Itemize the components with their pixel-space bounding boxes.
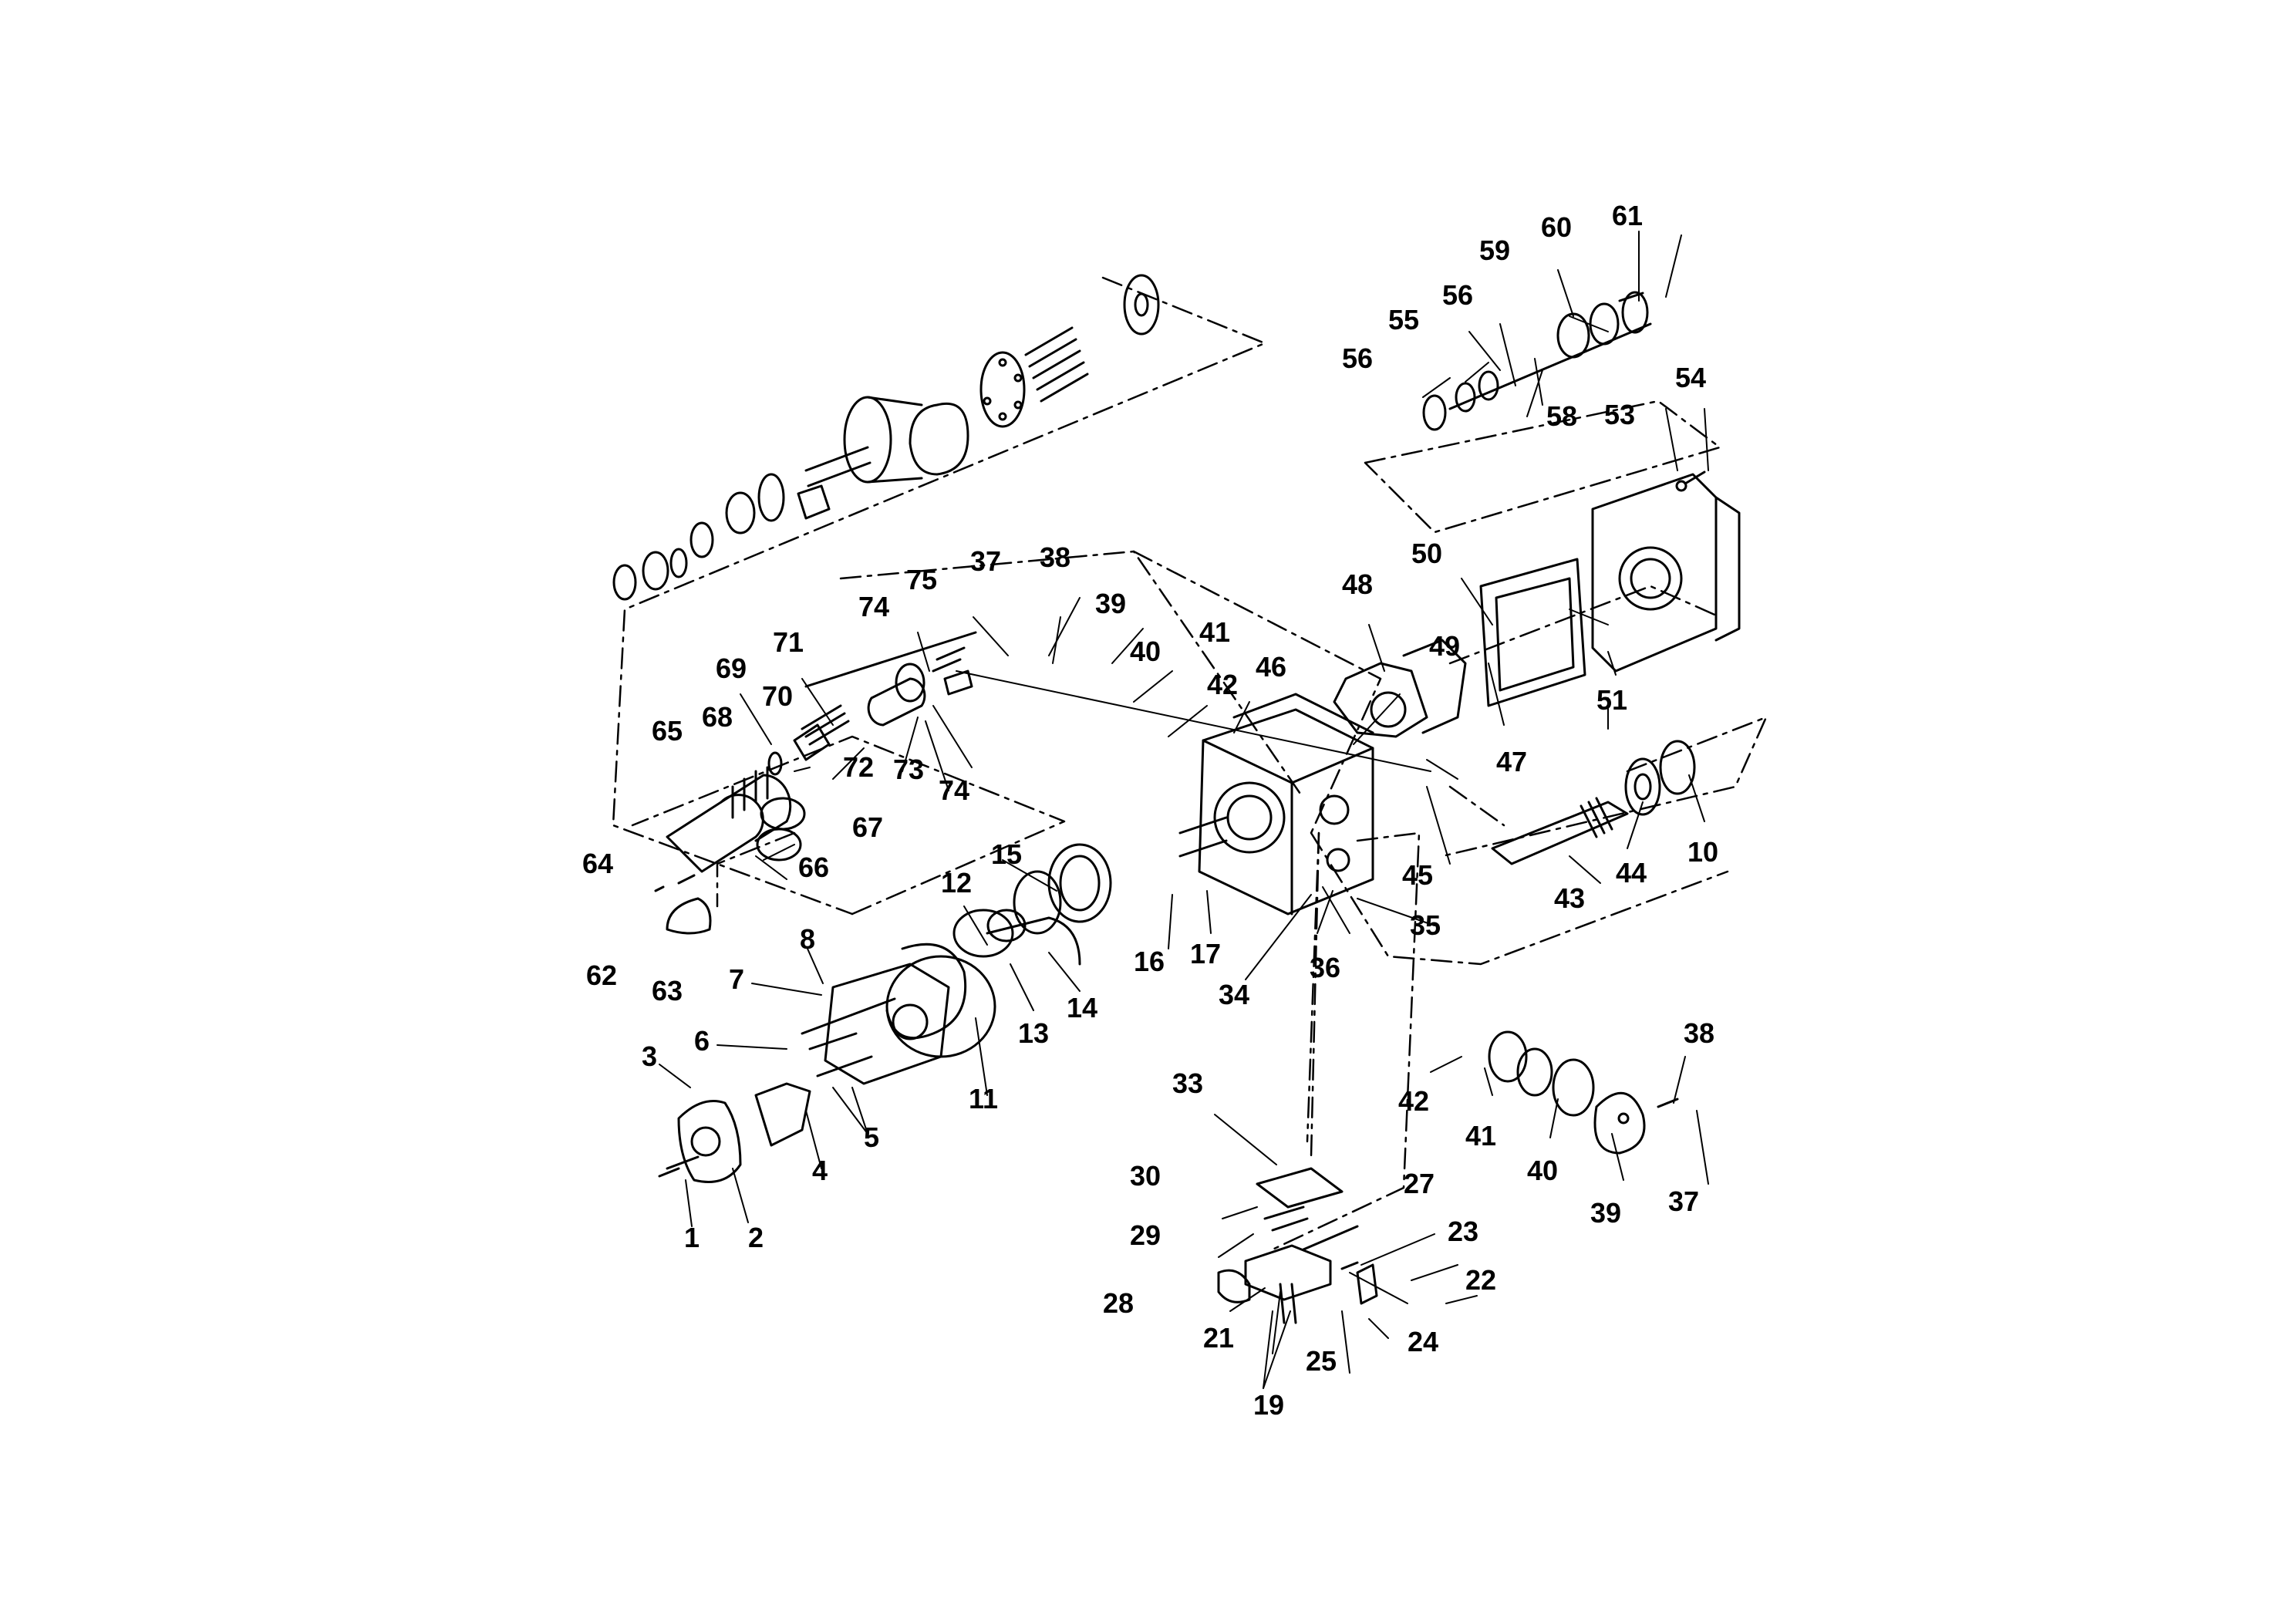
callout-14: 14 [1066, 992, 1098, 1023]
callout-25: 25 [1305, 1345, 1337, 1377]
callout-62: 62 [585, 959, 618, 991]
callout-42-upper: 42 [1206, 669, 1239, 700]
callout-70: 70 [761, 680, 794, 712]
callout-49: 49 [1428, 630, 1461, 662]
callout-24: 24 [1407, 1326, 1439, 1357]
callout-8: 8 [799, 923, 816, 955]
callout-71: 71 [772, 626, 804, 658]
callout-54: 54 [1674, 362, 1707, 393]
callout-68: 68 [701, 701, 733, 733]
callout-33: 33 [1172, 1067, 1204, 1099]
callout-23: 23 [1447, 1216, 1479, 1247]
callout-37-upper: 37 [969, 545, 1002, 577]
callout-46: 46 [1255, 651, 1287, 683]
callout-67: 67 [851, 811, 884, 843]
callout-30: 30 [1129, 1160, 1161, 1192]
callout-39-lower: 39 [1590, 1197, 1622, 1229]
callout-59: 59 [1478, 234, 1511, 266]
callout-42-lower: 42 [1397, 1085, 1430, 1117]
callout-19: 19 [1253, 1389, 1285, 1421]
callout-29: 29 [1129, 1219, 1161, 1251]
charge-pump [658, 843, 1112, 1183]
phantom-lines [612, 276, 1768, 1251]
callout-2: 2 [747, 1222, 764, 1253]
callout-38-lower: 38 [1683, 1017, 1715, 1049]
callout-53: 53 [1603, 399, 1636, 430]
callout-63: 63 [651, 975, 683, 1007]
callout-48: 48 [1341, 568, 1374, 600]
callout-47: 47 [1495, 746, 1528, 777]
callout-17: 17 [1189, 938, 1222, 969]
callout-65: 65 [651, 715, 683, 747]
callout-45: 45 [1401, 859, 1434, 891]
callout-75: 75 [905, 564, 938, 595]
callout-35: 35 [1409, 909, 1441, 941]
callout-43: 43 [1553, 882, 1586, 914]
callout-50: 50 [1411, 538, 1443, 569]
callout-60: 60 [1540, 211, 1573, 243]
valve-block [1217, 1167, 1378, 1324]
callout-74-upper: 74 [858, 591, 890, 622]
callout-41-lower: 41 [1465, 1120, 1497, 1152]
callout-10: 10 [1687, 836, 1719, 868]
shaft-assembly [1488, 740, 1696, 1155]
callout-73: 73 [892, 754, 925, 785]
leader-lines [659, 231, 1709, 1389]
callout-72: 72 [842, 751, 875, 783]
callout-66: 66 [797, 851, 830, 883]
callout-12: 12 [940, 867, 973, 899]
callout-40-upper: 40 [1129, 636, 1161, 667]
right-housing [1333, 473, 1741, 738]
callout-56-lower: 56 [1341, 342, 1374, 374]
callout-16: 16 [1133, 946, 1165, 977]
callout-4: 4 [811, 1155, 828, 1186]
top-right-parts [1422, 291, 1706, 492]
callout-15: 15 [990, 838, 1023, 870]
callout-37-lower: 37 [1667, 1185, 1700, 1217]
callout-38-upper: 38 [1039, 541, 1071, 573]
callout-40-lower: 40 [1526, 1155, 1559, 1186]
callout-22: 22 [1465, 1264, 1497, 1296]
callout-74-lower: 74 [938, 774, 970, 806]
callout-34: 34 [1218, 979, 1250, 1010]
cylinder-assembly [654, 631, 977, 935]
callout-6: 6 [693, 1025, 710, 1057]
callout-13: 13 [1017, 1017, 1050, 1049]
callout-36: 36 [1309, 952, 1341, 983]
centerline [956, 670, 1431, 772]
callout-51: 51 [1596, 684, 1628, 716]
callout-58: 58 [1546, 400, 1578, 432]
callout-28: 28 [1102, 1287, 1135, 1319]
callout-55: 55 [1387, 304, 1420, 336]
callout-3: 3 [641, 1040, 658, 1072]
callout-39-upper: 39 [1094, 588, 1127, 619]
callout-21: 21 [1202, 1322, 1235, 1354]
main-housing [1178, 693, 1374, 916]
callout-61: 61 [1611, 200, 1644, 231]
callout-69: 69 [715, 653, 747, 684]
callout-11: 11 [968, 1083, 999, 1114]
callout-44: 44 [1615, 857, 1647, 889]
rotating-group [612, 274, 1160, 601]
callout-5: 5 [863, 1121, 880, 1153]
callout-27: 27 [1403, 1168, 1435, 1199]
callout-7: 7 [728, 963, 745, 995]
callout-1: 1 [683, 1222, 700, 1253]
callout-41-upper: 41 [1199, 616, 1231, 648]
callout-64: 64 [582, 848, 614, 879]
callout-56-upper: 56 [1441, 279, 1474, 311]
